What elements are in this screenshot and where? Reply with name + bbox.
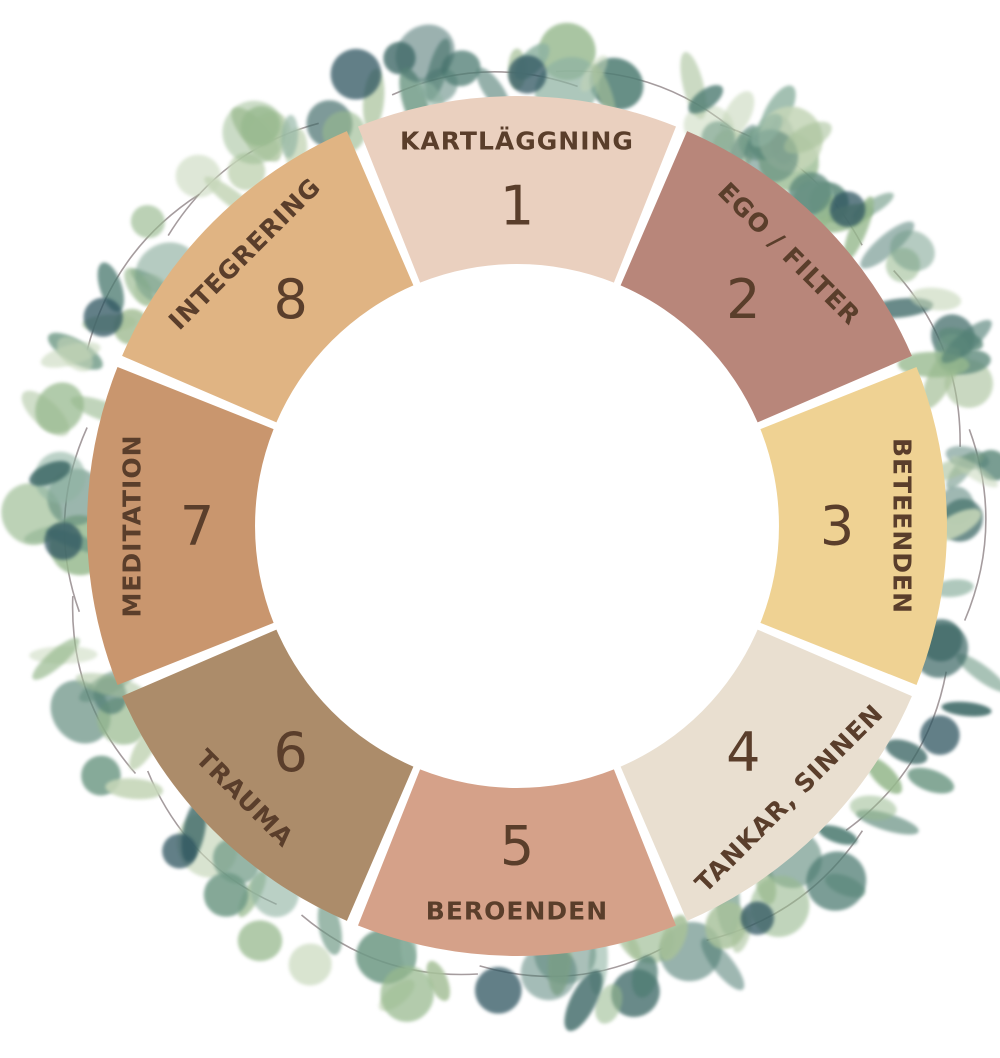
eucalyptus-leaf (818, 825, 858, 845)
segment-number: 4 (726, 721, 760, 784)
eucalyptus-leaf (910, 287, 962, 311)
segment-number: 6 (274, 721, 308, 784)
wheel-center (255, 264, 779, 788)
eucalyptus-berry (475, 967, 522, 1014)
eucalyptus-leaf (631, 955, 658, 998)
segment-shape (87, 367, 274, 685)
eucalyptus-leaf (843, 196, 874, 261)
segment-3: BETEENDEN 3 (760, 367, 947, 685)
eucalyptus-leaf (941, 701, 992, 717)
eucalyptus-leaf (237, 920, 283, 962)
eucalyptus-leaf (849, 795, 897, 821)
eucalyptus-leaf (240, 106, 281, 147)
segment-label: BETEENDEN (888, 438, 917, 614)
segment-number: 3 (820, 495, 854, 558)
segment-number: 8 (274, 268, 308, 331)
segment-shape (358, 769, 676, 956)
segment-number: 2 (726, 268, 760, 331)
eucalyptus-leaf (866, 757, 903, 794)
segment-number: 1 (500, 175, 534, 238)
eucalyptus-berry (162, 833, 198, 869)
eucalyptus-leaf (35, 382, 84, 434)
segment-shape (358, 96, 676, 283)
eucalyptus-leaf (426, 960, 451, 1002)
segment-number: 7 (180, 495, 214, 558)
eucalyptus-leaf (105, 778, 164, 800)
eucalyptus-leaf (595, 984, 623, 1024)
segment-label: KARTLÄGGNING (400, 126, 634, 156)
eucalyptus-leaf (933, 579, 974, 598)
eucalyptus-leaf (907, 767, 955, 794)
eucalyptus-leaf (130, 205, 165, 239)
eucalyptus-berry (330, 48, 382, 100)
eucalyptus-leaf (885, 739, 928, 765)
segment-label: MEDITATION (118, 434, 147, 617)
segment-shape (620, 629, 912, 921)
eucalyptus-leaf (591, 63, 617, 119)
eucalyptus-leaf (705, 901, 747, 950)
eucalyptus-leaf (281, 114, 299, 159)
eucalyptus-leaf (203, 872, 249, 917)
eucalyptus-berry (920, 715, 960, 755)
eucalyptus-leaf (75, 672, 145, 698)
eucalyptus-berry (44, 522, 83, 560)
eucalyptus-leaf (56, 336, 93, 372)
eucalyptus-leaf (564, 970, 603, 1032)
eucalyptus-berry (83, 297, 123, 337)
segment-shape (122, 131, 414, 423)
segment-shape (122, 629, 414, 921)
eucalyptus-leaf (955, 653, 1000, 693)
eucalyptus-berry (740, 901, 774, 935)
eucalyptus-leaf (288, 943, 332, 986)
eucalyptus-leaf (688, 85, 724, 114)
eucalyptus-berry (508, 55, 547, 94)
eucalyptus-leaf (32, 637, 80, 680)
eucalyptus-leaf (890, 230, 935, 271)
eucalyptus-berry (829, 191, 866, 227)
eucalyptus-leaf (380, 965, 434, 1022)
eucalyptus-leaf (659, 915, 688, 961)
eucalyptus-leaf (520, 944, 577, 1001)
eucalyptus-leaf (950, 456, 998, 488)
segment-7: MEDITATION 7 (87, 367, 274, 685)
segment-1: KARTLÄGGNING 1 (358, 96, 676, 283)
eucalyptus-leaf (784, 121, 832, 154)
eucalyptus-leaf (750, 113, 783, 148)
eucalyptus-leaf (29, 460, 71, 487)
segment-5: BEROENDEN 5 (358, 769, 676, 956)
eucalyptus-leaf (701, 938, 745, 991)
segment-label: BEROENDEN (426, 897, 608, 926)
segment-shape (760, 367, 947, 685)
segment-number: 5 (500, 815, 534, 878)
eucalyptus-leaf (395, 24, 455, 83)
eucalyptus-leaf (806, 851, 867, 911)
eucalyptus-leaf (941, 319, 992, 364)
segment-shape (620, 131, 912, 423)
